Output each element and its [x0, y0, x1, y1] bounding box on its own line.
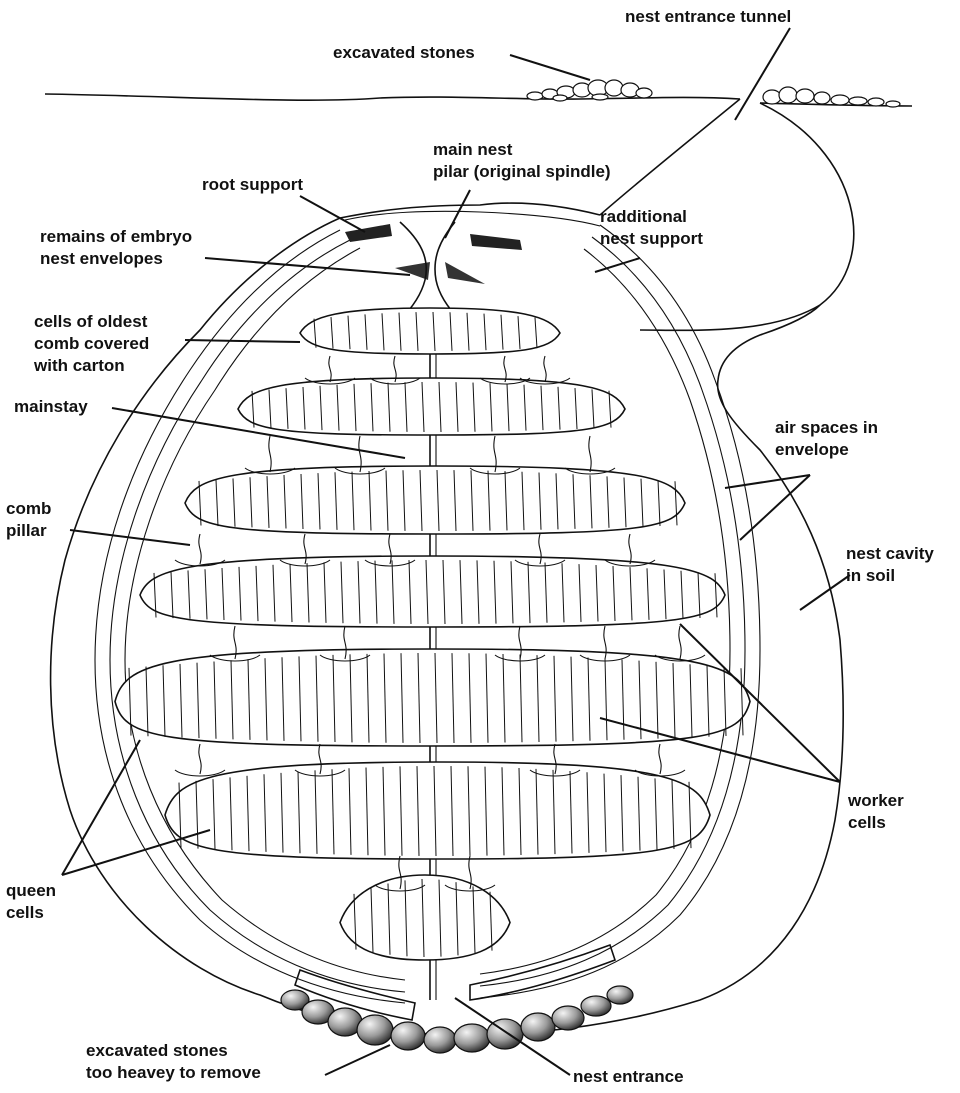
stone: [636, 88, 652, 98]
heavy-stone: [454, 1024, 490, 1052]
stone: [868, 98, 884, 106]
heavy-stone: [607, 986, 633, 1004]
stone: [796, 89, 814, 103]
comb-outline: [140, 556, 725, 627]
heavy-stone: [581, 996, 611, 1016]
label-nest-entrance-tunnel: nest entrance tunnel: [625, 6, 791, 28]
stone: [814, 92, 830, 104]
comb-5: [115, 649, 750, 746]
comb-outline: [340, 875, 510, 960]
stone: [553, 95, 567, 101]
comb-pillar: [504, 356, 506, 382]
heavy-stone: [521, 1013, 555, 1041]
heavy-stone: [391, 1022, 425, 1050]
label-radditional-nest-support: radditional nest support: [600, 206, 703, 250]
label-worker-cells: worker cells: [848, 790, 904, 834]
comb-1: [300, 308, 560, 354]
comb-outline: [238, 378, 625, 435]
stone: [779, 87, 797, 103]
comb-outline: [300, 308, 560, 354]
label-excavated-stones: excavated stones: [333, 42, 475, 64]
label-comb-pillar: comb pillar: [6, 498, 51, 542]
comb-outline: [185, 466, 685, 534]
comb-3: [185, 466, 685, 534]
comb-6: [165, 762, 710, 859]
label-cells-of-oldest-comb: cells of oldest comb covered with carton: [34, 311, 149, 377]
stone: [527, 92, 543, 100]
comb-pillar: [269, 436, 271, 472]
label-root-support: root support: [202, 174, 303, 196]
comb-pillar: [329, 356, 331, 382]
comb-outline: [115, 649, 750, 746]
stone: [831, 95, 849, 105]
heavy-stone: [552, 1006, 584, 1030]
comb-pillar: [544, 356, 546, 382]
label-remains-of-embryo: remains of embryo nest envelopes: [40, 226, 192, 270]
label-nest-cavity: nest cavity in soil: [846, 543, 934, 587]
comb-pillar: [659, 744, 661, 774]
comb-pillar: [589, 436, 591, 472]
label-air-spaces: air spaces in envelope: [775, 417, 878, 461]
combs: [115, 308, 750, 960]
label-nest-entrance: nest entrance: [573, 1066, 684, 1088]
label-excavated-stones-heavy: excavated stones too heavey to remove: [86, 1040, 261, 1084]
stone: [592, 94, 608, 100]
comb-pillar: [629, 534, 631, 564]
comb-2: [238, 378, 625, 435]
comb-pillar: [199, 534, 201, 564]
stone: [849, 97, 867, 105]
heavy-stone: [424, 1027, 456, 1053]
label-mainstay: mainstay: [14, 396, 88, 418]
comb-7: [340, 875, 510, 960]
bottom-stones: [281, 986, 633, 1053]
comb-pillar: [679, 626, 681, 659]
stone: [886, 101, 900, 107]
comb-pillar: [199, 744, 201, 774]
comb-4: [140, 556, 725, 627]
stone: [605, 80, 623, 96]
heavy-stone: [357, 1015, 393, 1045]
stone: [763, 90, 781, 104]
label-main-nest-pilar: main nest pilar (original spindle): [433, 139, 611, 183]
label-queen-cells: queen cells: [6, 880, 56, 924]
